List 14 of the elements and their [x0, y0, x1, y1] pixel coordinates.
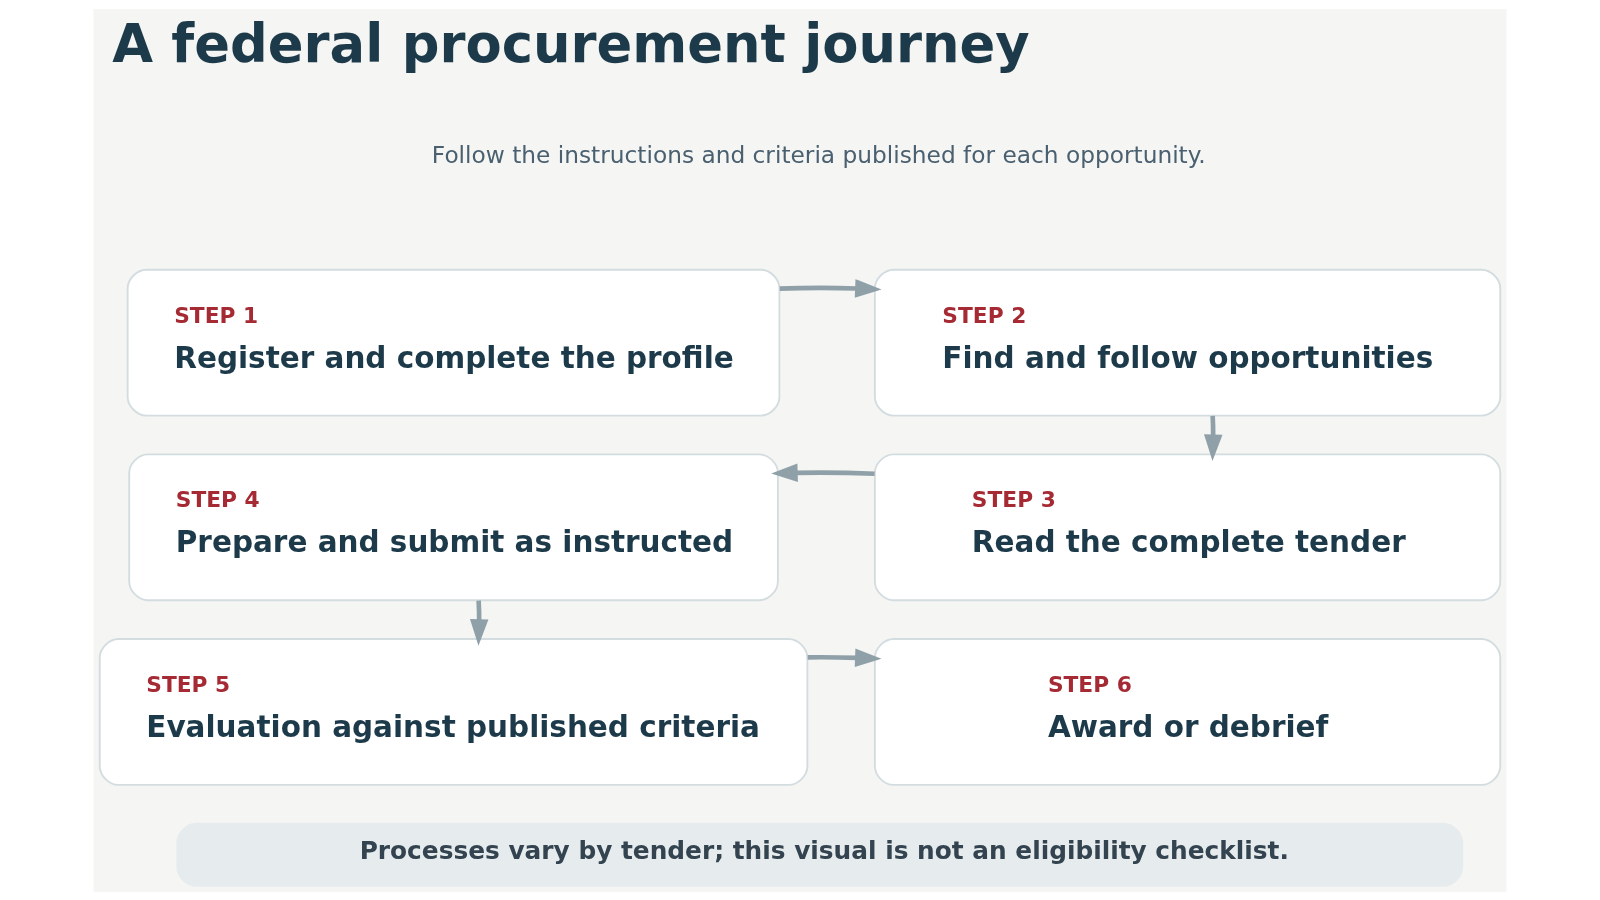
node-box: STEP 6 Award or debrief: [873, 637, 1502, 786]
arrow: [771, 463, 875, 482]
node-box: STEP 4 Prepare and submit as instructed: [128, 452, 779, 601]
arrow: [469, 600, 489, 646]
node-box: STEP 5 Evaluation against published criteria: [98, 637, 809, 786]
node-box: STEP 1 Register and complete the profile: [126, 268, 781, 416]
label: Processes vary by tender; this visual is not an eligibility checklist.: [359, 835, 1289, 865]
label: Follow the instructions and criteria published for each opportunity.: [431, 140, 1206, 168]
arrow: [807, 648, 882, 667]
diagram-title: A federal procurement journey: [112, 12, 1030, 74]
arrow: [779, 278, 882, 298]
node-box: STEP 3 Read the complete tender: [873, 452, 1502, 601]
arrow: [1204, 415, 1223, 461]
node-box: STEP 2 Find and follow opportunities: [873, 268, 1502, 416]
